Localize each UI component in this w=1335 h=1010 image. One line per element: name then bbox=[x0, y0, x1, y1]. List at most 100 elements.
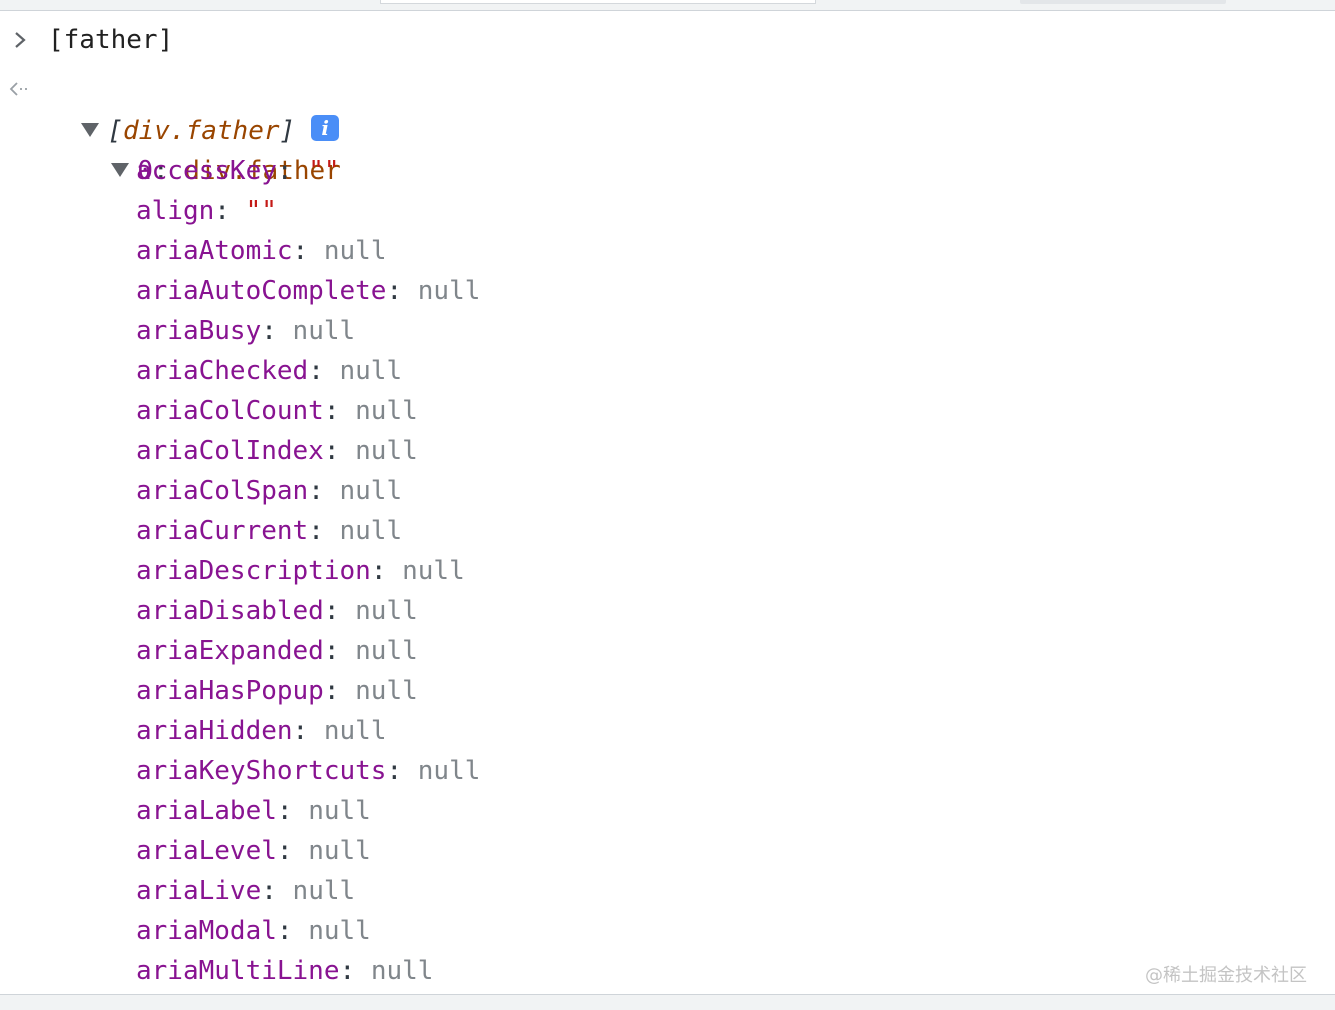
property-row[interactable]: ariaMultiLine: null bbox=[136, 951, 433, 991]
property-value: null bbox=[355, 436, 418, 466]
property-row[interactable]: ariaChecked: null bbox=[136, 351, 402, 391]
property-separator: : bbox=[292, 236, 324, 266]
property-key: ariaAtomic bbox=[136, 236, 293, 266]
console-input-command[interactable]: [father] bbox=[48, 20, 173, 60]
property-row[interactable]: ariaAtomic: null bbox=[136, 231, 386, 271]
property-row[interactable]: ariaLevel: null bbox=[136, 831, 371, 871]
result-summary-row[interactable]: [div.father] i bbox=[50, 71, 340, 146]
property-separator: : bbox=[276, 836, 309, 866]
property-separator: : bbox=[214, 196, 246, 226]
property-key: ariaHidden bbox=[136, 716, 293, 746]
property-value: null bbox=[292, 876, 356, 906]
property-value: null bbox=[417, 756, 481, 786]
property-value: null bbox=[339, 356, 403, 386]
property-separator: : bbox=[370, 556, 403, 586]
triangle-down-icon[interactable] bbox=[111, 163, 130, 177]
property-key: ariaMultiLine bbox=[136, 956, 340, 986]
watermark: @稀土掘金技术社区 bbox=[1145, 965, 1307, 986]
property-key: ariaCurrent bbox=[136, 516, 309, 546]
property-separator: : bbox=[339, 956, 371, 986]
info-icon[interactable]: i bbox=[311, 115, 340, 141]
property-row[interactable]: ariaColIndex: null bbox=[136, 431, 418, 471]
open-bracket: [ bbox=[107, 116, 123, 146]
property-key: ariaColIndex bbox=[136, 436, 324, 466]
property-row[interactable]: ariaLive: null bbox=[136, 871, 355, 911]
property-separator: : bbox=[276, 916, 309, 946]
property-row[interactable]: ariaLabel: null bbox=[136, 791, 371, 831]
property-separator: : bbox=[308, 476, 340, 506]
property-key: ariaDescription bbox=[136, 556, 371, 586]
property-key: ariaHasPopup bbox=[136, 676, 324, 706]
entry-row[interactable]: 0: div.father bbox=[80, 111, 341, 186]
property-separator: : bbox=[292, 716, 324, 746]
devtools-top-bar bbox=[0, 0, 1335, 11]
property-key: ariaModal bbox=[136, 916, 277, 946]
entry-value: div.father bbox=[184, 156, 341, 186]
property-separator: : bbox=[323, 396, 356, 426]
close-bracket: ] bbox=[279, 116, 296, 146]
property-key: ariaDisabled bbox=[136, 596, 324, 626]
entry-index: 0 bbox=[137, 156, 153, 186]
top-tab[interactable] bbox=[380, 0, 816, 4]
property-separator: : bbox=[386, 756, 418, 786]
devtools-bottom-bar bbox=[0, 994, 1335, 1010]
property-key: accessKey bbox=[136, 156, 277, 186]
property-value: null bbox=[402, 556, 465, 586]
property-row[interactable]: ariaModal: null bbox=[136, 911, 371, 951]
property-value: "" bbox=[308, 156, 340, 186]
result-element: div.father bbox=[122, 116, 280, 146]
property-key: ariaLevel bbox=[136, 836, 277, 866]
property-value: null bbox=[308, 796, 371, 826]
property-value: null bbox=[370, 956, 434, 986]
property-row[interactable]: ariaExpanded: null bbox=[136, 631, 418, 671]
property-key: ariaExpanded bbox=[136, 636, 324, 666]
property-value: null bbox=[355, 396, 418, 426]
property-key: ariaLabel bbox=[136, 796, 277, 826]
property-row[interactable]: ariaHidden: null bbox=[136, 711, 386, 751]
property-key: ariaBusy bbox=[136, 316, 262, 346]
property-row[interactable]: ariaAutoComplete: null bbox=[136, 271, 480, 311]
property-value: null bbox=[339, 476, 403, 506]
property-separator: : bbox=[276, 156, 309, 186]
property-separator: : bbox=[308, 516, 340, 546]
property-value: null bbox=[323, 716, 387, 746]
top-tab[interactable] bbox=[1020, 0, 1226, 4]
property-value: null bbox=[417, 276, 481, 306]
property-row[interactable]: ariaHasPopup: null bbox=[136, 671, 418, 711]
property-row[interactable]: ariaDisabled: null bbox=[136, 591, 418, 631]
property-row[interactable]: ariaColCount: null bbox=[136, 391, 418, 431]
property-key: ariaChecked bbox=[136, 356, 309, 386]
property-row[interactable]: ariaKeyShortcuts: null bbox=[136, 751, 480, 791]
property-row[interactable]: ariaBusy: null bbox=[136, 311, 355, 351]
property-row[interactable]: align: "" bbox=[136, 191, 277, 231]
property-row[interactable]: ariaColSpan: null bbox=[136, 471, 402, 511]
property-value: null bbox=[292, 316, 356, 346]
property-key: align bbox=[136, 196, 215, 226]
property-row[interactable]: ariaDescription: null bbox=[136, 551, 465, 591]
property-key: ariaAutoComplete bbox=[136, 276, 387, 306]
property-key: ariaColSpan bbox=[136, 476, 309, 506]
entry-separator: : bbox=[152, 156, 169, 186]
chevron-right-icon bbox=[15, 32, 26, 48]
property-row[interactable]: ariaCurrent: null bbox=[136, 511, 402, 551]
property-separator: : bbox=[323, 596, 356, 626]
property-key: ariaLive bbox=[136, 876, 262, 906]
property-separator: : bbox=[308, 356, 340, 386]
property-separator: : bbox=[386, 276, 418, 306]
property-separator: : bbox=[261, 876, 293, 906]
property-value: null bbox=[355, 636, 418, 666]
property-value: null bbox=[339, 516, 403, 546]
property-separator: : bbox=[323, 676, 356, 706]
return-arrow-icon bbox=[9, 82, 27, 96]
property-value: null bbox=[308, 916, 371, 946]
triangle-down-icon[interactable] bbox=[81, 123, 100, 137]
property-value: "" bbox=[245, 196, 277, 226]
input-command-text: [father] bbox=[48, 25, 174, 55]
property-value: null bbox=[355, 676, 418, 706]
property-key: ariaKeyShortcuts bbox=[136, 756, 387, 786]
property-separator: : bbox=[323, 436, 356, 466]
property-key: ariaColCount bbox=[136, 396, 324, 426]
property-separator: : bbox=[323, 636, 356, 666]
property-row[interactable]: accessKey: "" bbox=[136, 151, 340, 191]
property-separator: : bbox=[261, 316, 293, 346]
